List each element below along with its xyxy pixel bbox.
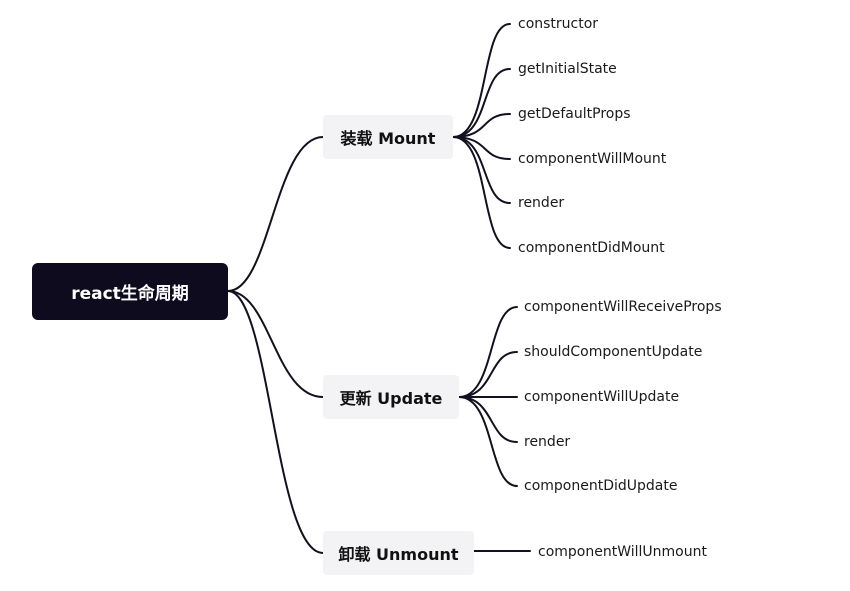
- connector-update-leaf-4: [458, 396, 518, 487]
- connector-mount-leaf-2: [452, 113, 511, 138]
- connector-root-unmount: [227, 290, 324, 554]
- root-label: react生命周期: [71, 284, 189, 304]
- connector-update-leaf-3: [458, 396, 518, 443]
- connector-update-leaf-0: [458, 306, 518, 398]
- branch-node-unmount[interactable]: 卸载 Unmount: [323, 531, 474, 575]
- leaf-node[interactable]: componentDidMount: [518, 240, 665, 256]
- branch-label-update: 更新 Update: [339, 389, 443, 408]
- leaf-node[interactable]: componentWillUpdate: [524, 389, 680, 405]
- branch-label-unmount: 卸载 Unmount: [338, 545, 459, 564]
- leaf-node[interactable]: shouldComponentUpdate: [524, 344, 703, 360]
- connector-mount-leaf-5: [452, 136, 511, 249]
- branch-label-mount: 装载 Mount: [340, 129, 436, 148]
- connector-mount-leaf-1: [452, 68, 511, 138]
- leaf-node[interactable]: render: [518, 195, 565, 211]
- connector-mount-leaf-3: [452, 136, 511, 160]
- leaf-node[interactable]: getDefaultProps: [518, 106, 631, 122]
- leaf-node[interactable]: getInitialState: [518, 61, 617, 77]
- root-node[interactable]: react生命周期: [32, 263, 228, 320]
- connector-mount-leaf-0: [452, 23, 511, 138]
- branch-node-mount[interactable]: 装载 Mount: [323, 115, 453, 159]
- connector-root-update: [227, 290, 324, 398]
- leaf-node[interactable]: constructor: [518, 16, 599, 32]
- branch-node-update[interactable]: 更新 Update: [323, 375, 459, 419]
- connector-root-mount: [227, 136, 324, 292]
- leaf-node[interactable]: componentWillReceiveProps: [524, 299, 722, 315]
- leaf-node[interactable]: render: [524, 434, 571, 450]
- leaf-node[interactable]: componentDidUpdate: [524, 478, 678, 494]
- connector-update-leaf-1: [458, 351, 518, 398]
- leaf-node[interactable]: componentWillUnmount: [538, 544, 707, 560]
- leaf-node[interactable]: componentWillMount: [518, 151, 667, 167]
